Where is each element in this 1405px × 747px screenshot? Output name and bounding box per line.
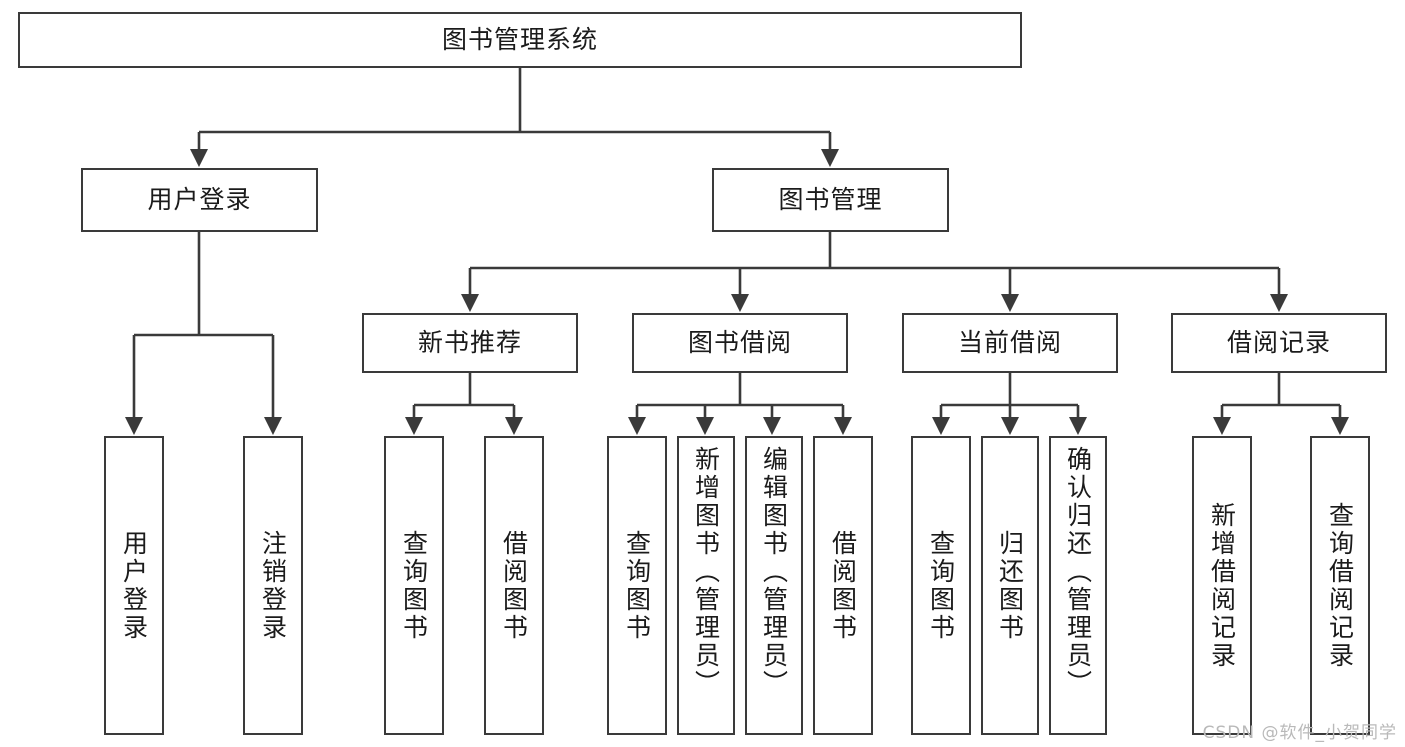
node-current-borrow[interactable]: 当前借阅 (902, 313, 1118, 373)
leaf-borrow-query-book[interactable]: 查询图书 (607, 436, 667, 735)
node-new-book-recommend[interactable]: 新书推荐 (362, 313, 578, 373)
leaf-current-query-book[interactable]: 查询图书 (911, 436, 971, 735)
node-label: 用户登录 (119, 529, 149, 642)
node-label: 用户登录 (147, 185, 252, 215)
leaf-borrow-edit-book-admin[interactable]: 编辑图书（管理员） (745, 436, 803, 735)
node-label: 归还图书 (995, 529, 1025, 642)
node-borrow-record[interactable]: 借阅记录 (1171, 313, 1387, 373)
leaf-record-query-record[interactable]: 查询借阅记录 (1310, 436, 1370, 735)
leaf-user-login-login[interactable]: 用户登录 (104, 436, 164, 735)
leaf-recommend-borrow-book[interactable]: 借阅图书 (484, 436, 544, 735)
leaf-recommend-query-book[interactable]: 查询图书 (384, 436, 444, 735)
node-book-management[interactable]: 图书管理 (712, 168, 949, 232)
node-label: 图书管理系统 (441, 25, 598, 55)
leaf-current-return-book[interactable]: 归还图书 (981, 436, 1039, 735)
node-label: 图书管理 (778, 185, 883, 215)
node-label: 当前借阅 (957, 328, 1062, 358)
node-label: 新书推荐 (417, 328, 522, 358)
node-label: 确认归还（管理员） (1063, 446, 1093, 698)
node-root-system[interactable]: 图书管理系统 (18, 12, 1022, 68)
node-label: 借阅图书 (499, 529, 529, 642)
leaf-record-add-record[interactable]: 新增借阅记录 (1192, 436, 1252, 735)
node-label: 新增借阅记录 (1207, 501, 1237, 670)
watermark-text: CSDN @软件_小贺同学 (1202, 723, 1397, 743)
leaf-borrow-add-book-admin[interactable]: 新增图书（管理员） (677, 436, 735, 735)
node-label: 查询图书 (926, 529, 956, 642)
node-book-borrow[interactable]: 图书借阅 (632, 313, 848, 373)
leaf-user-login-logout[interactable]: 注销登录 (243, 436, 303, 735)
node-label: 查询图书 (399, 529, 429, 642)
node-label: 查询图书 (622, 529, 652, 642)
node-label: 编辑图书（管理员） (759, 446, 789, 698)
leaf-borrow-borrow-book[interactable]: 借阅图书 (813, 436, 873, 735)
node-label: 新增图书（管理员） (691, 446, 721, 698)
node-label: 注销登录 (258, 529, 288, 642)
node-label: 借阅图书 (828, 529, 858, 642)
node-label: 图书借阅 (687, 328, 792, 358)
leaf-current-confirm-return-admin[interactable]: 确认归还（管理员） (1049, 436, 1107, 735)
node-label: 借阅记录 (1226, 328, 1331, 358)
node-label: 查询借阅记录 (1325, 501, 1355, 670)
node-user-login[interactable]: 用户登录 (81, 168, 318, 232)
